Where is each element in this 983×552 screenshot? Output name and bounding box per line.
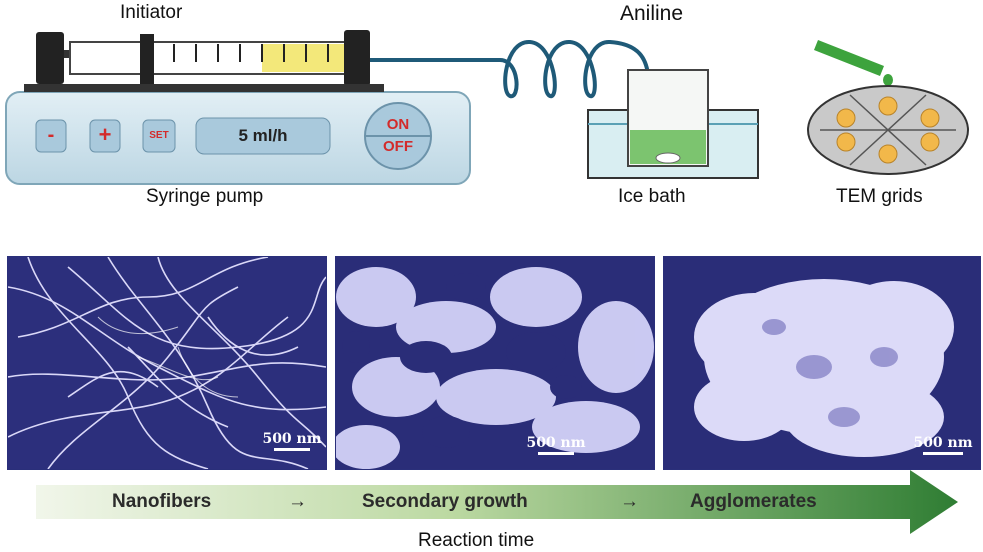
stage-agglomerates: Agglomerates	[690, 491, 817, 512]
scale-label-3: 500 nm	[913, 435, 973, 451]
aniline-label: Aniline	[620, 2, 684, 25]
feed-tube	[370, 40, 650, 150]
syringe-graduations	[173, 44, 329, 62]
scale-label-2: 500 nm	[526, 435, 586, 451]
stage-arrow-2: →	[620, 491, 639, 512]
scale-bar-2: 500 nm	[526, 435, 586, 455]
ice-bath-label: Ice bath	[618, 186, 686, 207]
syringe-support	[24, 84, 384, 92]
sem-panel-nanofibers: 500 nm	[7, 256, 327, 470]
on-label: ON	[386, 116, 410, 133]
minus-label: -	[47, 124, 55, 146]
syringe-clamp-left	[36, 32, 64, 84]
scale-line-1	[274, 448, 310, 451]
nanofiber-network-image	[8, 257, 326, 469]
set-label: SET	[149, 130, 169, 141]
scale-line-2	[538, 452, 574, 455]
plus-button	[89, 119, 121, 153]
syringe-piston	[140, 34, 154, 90]
rate-display	[195, 117, 331, 155]
syringe-pump-label: Syringe pump	[146, 186, 264, 207]
scale-bar-3: 500 nm	[910, 435, 976, 455]
set-button	[142, 119, 176, 153]
stage-nanofibers: Nanofibers	[112, 491, 212, 512]
tem-grid-spots	[836, 96, 940, 164]
off-label: OFF	[383, 138, 413, 155]
syringe-clamp-right	[344, 30, 370, 86]
scale-bar-1: 500 nm	[262, 431, 322, 451]
initiator-label: Initiator	[120, 2, 183, 23]
minus-button	[35, 119, 67, 153]
droplet	[883, 74, 893, 86]
stage-secondary-growth: Secondary growth	[362, 491, 528, 512]
stir-bar	[655, 152, 681, 164]
sem-panel-agglomerates: 500 nm	[663, 256, 981, 470]
reaction-time-caption: Reaction time	[418, 530, 535, 551]
sem-panel-secondary-growth: 500 nm	[335, 256, 655, 470]
tem-grids-label: TEM grids	[836, 186, 923, 207]
plus-label: +	[98, 122, 112, 147]
stage-arrow-1: →	[288, 491, 307, 512]
rate-readout: 5 ml/h	[238, 126, 288, 145]
reaction-time-arrow	[36, 470, 958, 534]
dropper	[814, 40, 884, 76]
secondary-growth-image	[336, 267, 654, 469]
scale-line-3	[923, 452, 963, 455]
agglomerates-image	[694, 279, 954, 457]
scale-label-1: 500 nm	[262, 431, 322, 447]
